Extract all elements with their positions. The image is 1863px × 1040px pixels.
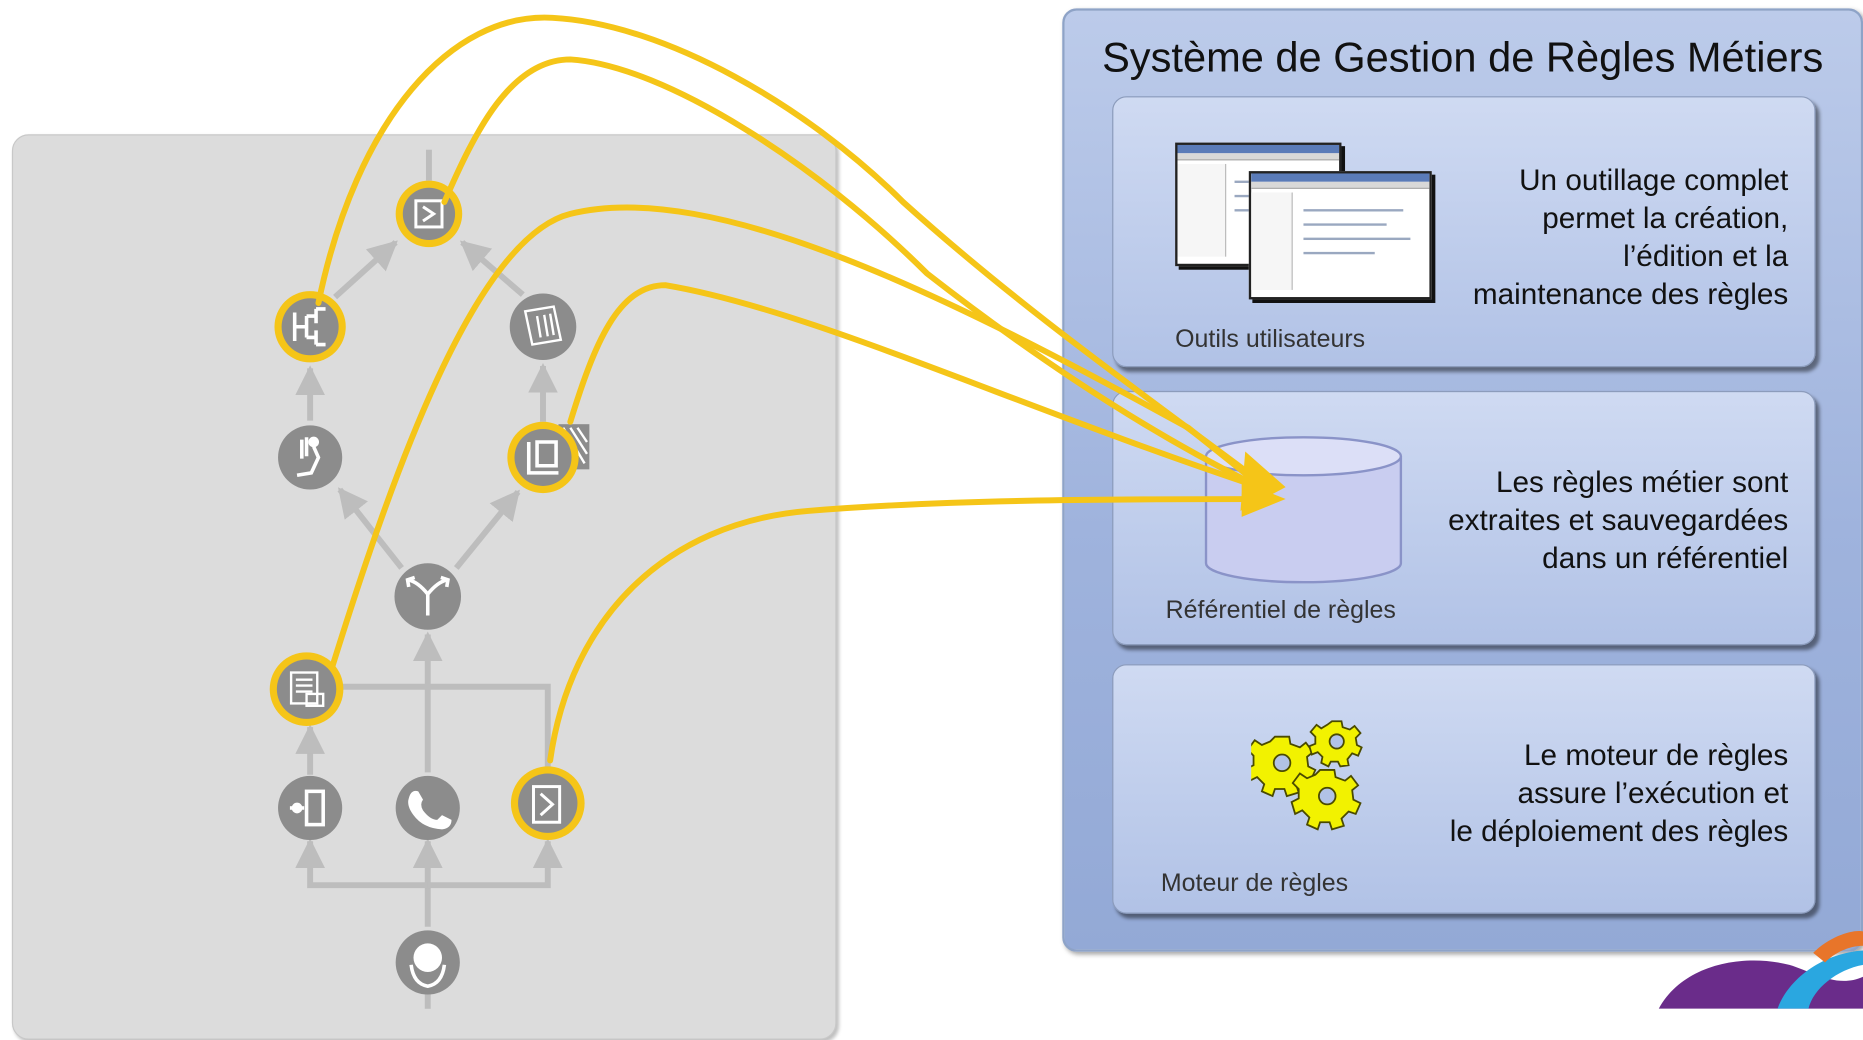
rules-engine-line-3: le déploiement des règles <box>1449 815 1789 849</box>
rules-repository-section: Les règles métier sont extraites et sauv… <box>1112 390 1816 646</box>
customer-node[interactable] <box>395 930 460 995</box>
logo-swirl <box>1658 931 1863 1009</box>
user-tools-label: Outils utilisateurs <box>1175 325 1366 353</box>
rules-repository-description: Les règles métier sont extraites et sauv… <box>1448 463 1788 577</box>
rules-repository-line-2: extraites et sauvegardées <box>1448 503 1789 538</box>
process-connectors <box>295 149 563 1009</box>
mail-node[interactable] <box>278 775 343 841</box>
flow-overlay <box>269 14 1286 1009</box>
form-icon <box>414 199 444 229</box>
user-tools-description: Un outillage complet permet la création,… <box>1473 162 1788 314</box>
user-tools-line-4: maintenance des règles <box>1472 278 1789 312</box>
user-tools-line-2: permet la création, <box>1542 201 1789 236</box>
document-node[interactable] <box>507 421 590 494</box>
report-node[interactable] <box>509 293 577 361</box>
decision-tree-icon <box>292 307 326 347</box>
brms-panel: Système de Gestion de Règles Métiers <box>1062 8 1863 952</box>
calculator-icon <box>289 671 325 707</box>
review-node[interactable] <box>278 425 343 490</box>
web-form-node[interactable] <box>510 766 585 841</box>
user-tools-line-1: Un outillage complet <box>1519 163 1789 198</box>
rules-repository-line-1: Les règles métier sont <box>1495 465 1789 500</box>
repository-arrowheads <box>1240 451 1286 517</box>
calculator-node[interactable] <box>269 652 344 726</box>
rules-engine-line-1: Le moteur de règles <box>1524 739 1789 773</box>
review-icon <box>296 436 321 478</box>
rules-engine-label: Moteur de règles <box>1160 869 1349 898</box>
rules-engine-description: Le moteur de règles assure l’exécution e… <box>1450 737 1789 851</box>
customer-icon <box>409 943 447 989</box>
rules-engine-section: Le moteur de règles assure l’exécution e… <box>1112 664 1816 914</box>
web-form-icon <box>532 785 562 824</box>
gears-icon <box>1251 720 1363 831</box>
brms-title: Système de Gestion de Règles Métiers <box>1102 34 1824 81</box>
split-icon <box>405 575 450 616</box>
rules-repository-label: Référentiel de règles <box>1165 596 1396 624</box>
phone-node[interactable] <box>395 775 460 841</box>
rules-repository-line-3: dans un référentiel <box>1542 541 1789 576</box>
document-icon <box>526 440 559 475</box>
report-icon <box>523 305 563 346</box>
split-node[interactable] <box>394 563 462 630</box>
user-tools-line-3: l’édition et la <box>1623 240 1789 274</box>
mail-icon <box>289 789 325 827</box>
decision-tree-node[interactable] <box>274 291 346 363</box>
phone-icon <box>408 790 452 830</box>
user-tools-section: Un outillage complet permet la création,… <box>1112 96 1816 368</box>
repository-arrows <box>315 14 1263 764</box>
rules-engine-line-2: assure l’exécution et <box>1517 777 1789 811</box>
